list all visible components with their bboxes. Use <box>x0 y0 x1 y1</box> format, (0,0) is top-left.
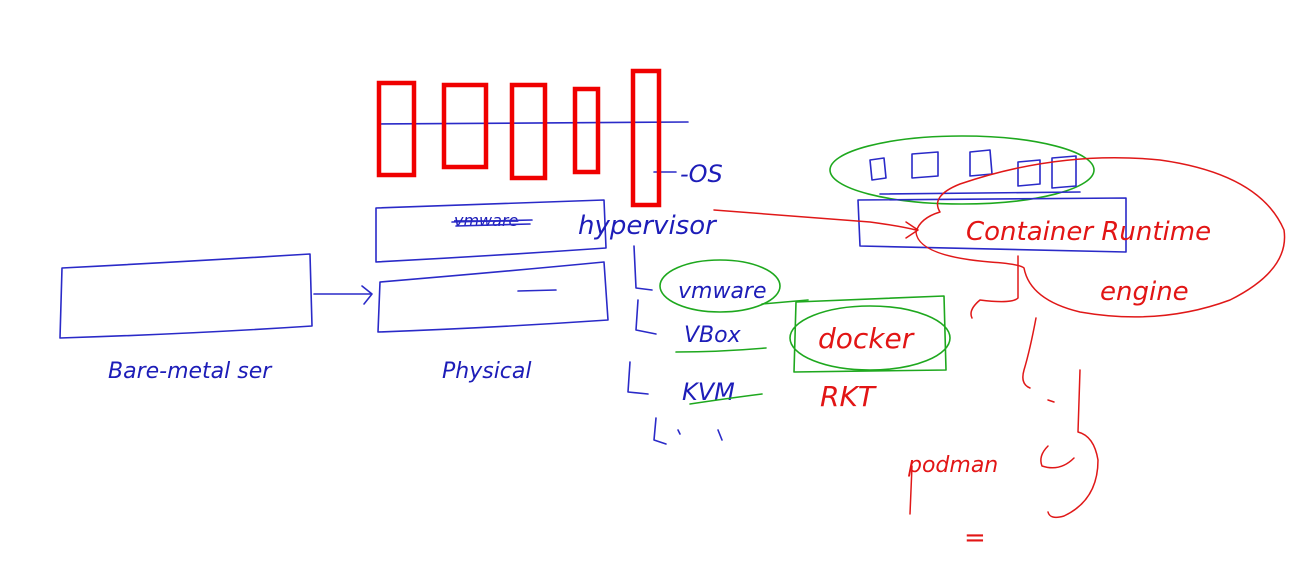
container-2 <box>911 151 939 179</box>
containers-circle <box>829 135 1095 205</box>
container-4 <box>1017 159 1041 187</box>
bare-metal-box <box>59 253 313 339</box>
arrow-hypervisor-to-runtime <box>713 209 919 239</box>
container-3 <box>969 149 993 177</box>
podman-stroke <box>909 465 913 515</box>
bracket-tick <box>1047 399 1055 403</box>
container-runtime-engine: Container Runtime engine <box>915 157 1286 318</box>
vm-box-1 <box>376 80 417 178</box>
vm-box-2 <box>441 82 489 170</box>
physical-dash <box>517 289 557 292</box>
docker-label: docker <box>818 322 915 355</box>
container-baseline <box>879 191 1081 195</box>
hypervisor-label: hypervisor <box>578 211 718 241</box>
container-runtime-label: Container Runtime <box>966 217 1211 247</box>
hypervisor-layer: vmware hypervisor <box>375 199 718 263</box>
container-1 <box>869 157 887 181</box>
container-runtime-box <box>857 197 1127 253</box>
hypervisor-box <box>375 199 607 263</box>
runtime-engine-outline <box>915 157 1286 318</box>
bracket-docker <box>970 255 1019 319</box>
bare-metal-label: Bare-metal ser <box>108 359 273 384</box>
bracket-vbox <box>635 299 657 335</box>
physical-box <box>377 261 609 333</box>
kvm-underline <box>689 393 763 405</box>
docker-circle <box>789 305 951 371</box>
vmware-circle <box>659 259 781 313</box>
vm-box-3 <box>509 82 548 181</box>
physical-server: Physical <box>377 261 609 384</box>
docker-group: docker RKT <box>761 295 951 413</box>
bracket-vmware <box>633 245 653 291</box>
vbox-underline <box>675 347 767 353</box>
physical-label: Physical <box>442 359 532 384</box>
rkt-label: RKT <box>820 380 877 413</box>
hypervisor-types: vmware VBox KVM <box>627 245 781 445</box>
bare-metal-server: Bare-metal ser <box>59 253 313 384</box>
bracket-podman <box>1047 369 1099 519</box>
bracket-podman-curl <box>1040 445 1075 469</box>
runtime-options: podman = <box>907 255 1099 553</box>
equals-label: = <box>964 523 986 553</box>
container-5 <box>1051 155 1077 189</box>
vbox-label: VBox <box>684 323 742 348</box>
vm-box-4 <box>572 86 601 175</box>
os-label: -OS <box>680 160 723 188</box>
bracket-more <box>653 417 723 445</box>
vm-box-5 <box>630 68 662 208</box>
engine-label: engine <box>1100 277 1189 307</box>
docker-connector <box>761 299 809 305</box>
vmware-strikethrough <box>451 219 533 227</box>
podman-label: podman <box>907 453 998 478</box>
vm-boxes <box>376 68 662 208</box>
vmware-label: vmware <box>678 279 767 304</box>
bracket-kvm <box>627 361 649 395</box>
bracket-rkt <box>1022 317 1037 389</box>
arrow-bare-to-physical <box>313 285 373 305</box>
os-line <box>377 121 689 125</box>
